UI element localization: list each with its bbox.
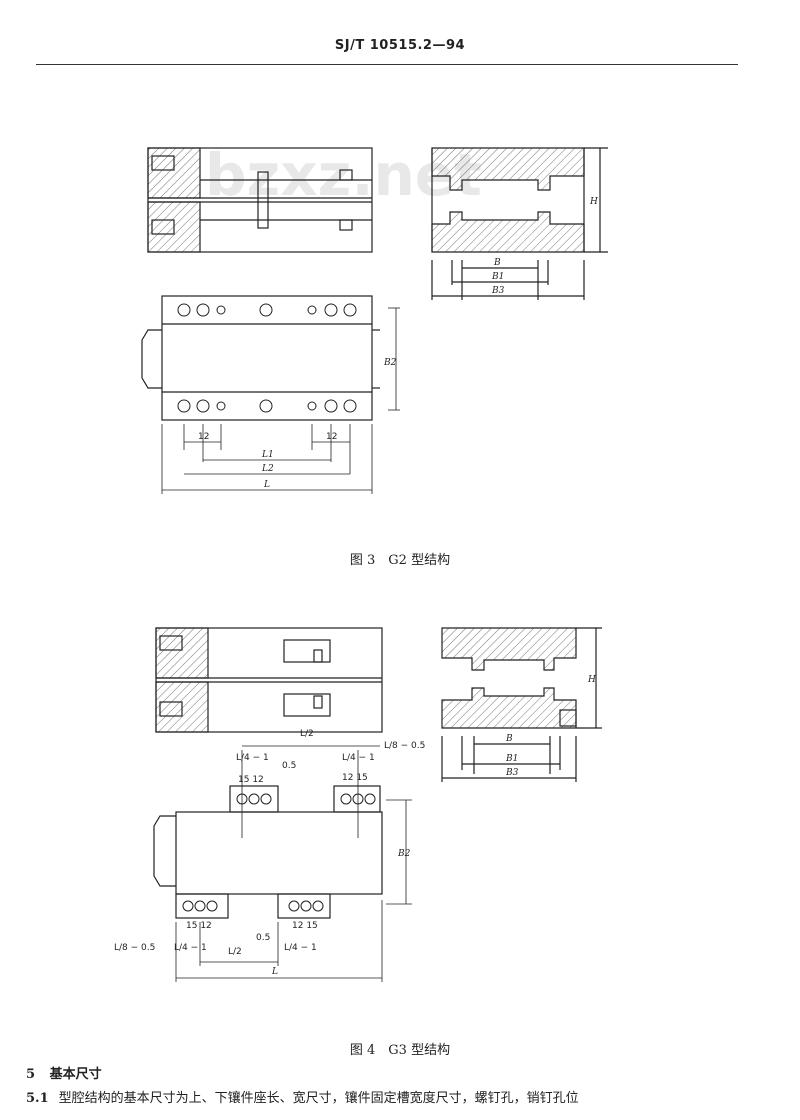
g3-front-view (155, 627, 383, 733)
g3-label-15-12-top-left: 15 12 (238, 775, 264, 785)
section-title: 基本尺寸 (49, 1067, 102, 1082)
dim-label-l: L (263, 480, 270, 490)
dim-label-12-right: 12 (326, 432, 337, 442)
figure-4-caption: 图 4 G3 型结构 (349, 1043, 451, 1058)
header-rule (36, 64, 738, 65)
g2-side-view (431, 147, 608, 300)
standard-code-header: SJ/T 10515.2—94 (334, 38, 466, 53)
g3-label-l-over-4-top-left: L/4 − 1 (236, 753, 269, 763)
figure-3-caption: 图 3 G2 型结构 (349, 553, 451, 568)
g3-dim-label-l: L (271, 967, 278, 977)
g3-dim-label-b1: B1 (505, 754, 518, 764)
dim-label-12-left: 12 (198, 432, 209, 442)
g3-side-view (441, 627, 602, 782)
g3-label-l-over-2-top: L/2 (300, 729, 314, 739)
g3-label-l-over-8-top: L/8 − 0.5 (384, 741, 425, 751)
g3-dim-label-b2: B2 (397, 849, 411, 859)
g3-label-l-over-2-bottom: L/2 (228, 947, 242, 957)
dim-label-b1: B1 (491, 272, 504, 282)
g3-dim-label-h: H (587, 675, 596, 685)
figure-3-drawing: bzxz.net B B1 B3 H (141, 141, 608, 494)
dim-label-b: B (493, 258, 501, 268)
g3-label-offset-05-bottom: 0.5 (256, 933, 270, 943)
dim-label-l2: L2 (261, 464, 274, 474)
g3-dim-label-b3: B3 (505, 768, 519, 778)
g3-label-l-over-4-bottom-left: L/4 − 1 (174, 943, 207, 953)
dim-label-b3: B3 (491, 286, 505, 296)
g2-front-view (147, 147, 373, 253)
g3-label-12-15-top-right: 12 15 (342, 773, 368, 783)
section-number: 5 (26, 1067, 36, 1082)
g3-label-l-over-8-bottom: L/8 − 0.5 (114, 943, 155, 953)
g3-label-15-12-bottom-left: 15 12 (186, 921, 212, 931)
paragraph-number: 5.1 (26, 1091, 49, 1106)
g3-plan-view (153, 745, 412, 982)
paragraph-5-1: 5.1 型腔结构的基本尺寸为上、下镶件座长、宽尺寸，镶件固定槽宽度尺寸，螺钉孔，销… (26, 1087, 786, 1106)
dim-label-l1: L1 (261, 450, 274, 460)
figure-4-drawing: B B1 B3 H L/2 L/8 − 0.5 L/4 − 1 0.5 L/4 … (114, 627, 602, 982)
dim-label-b2: B2 (383, 358, 397, 368)
g3-label-l-over-4-bottom-right: L/4 − 1 (284, 943, 317, 953)
g3-label-12-15-bottom-right: 12 15 (292, 921, 318, 931)
g3-label-offset-05-top: 0.5 (282, 761, 296, 771)
section-heading: 5 基本尺寸 (26, 1063, 102, 1082)
dim-label-h: H (589, 197, 598, 207)
g3-dim-label-b: B (505, 734, 513, 744)
paragraph-text: 型腔结构的基本尺寸为上、下镶件座长、宽尺寸，镶件固定槽宽度尺寸，螺钉孔，销钉孔位 (58, 1091, 579, 1106)
g2-plan-view (141, 295, 400, 494)
